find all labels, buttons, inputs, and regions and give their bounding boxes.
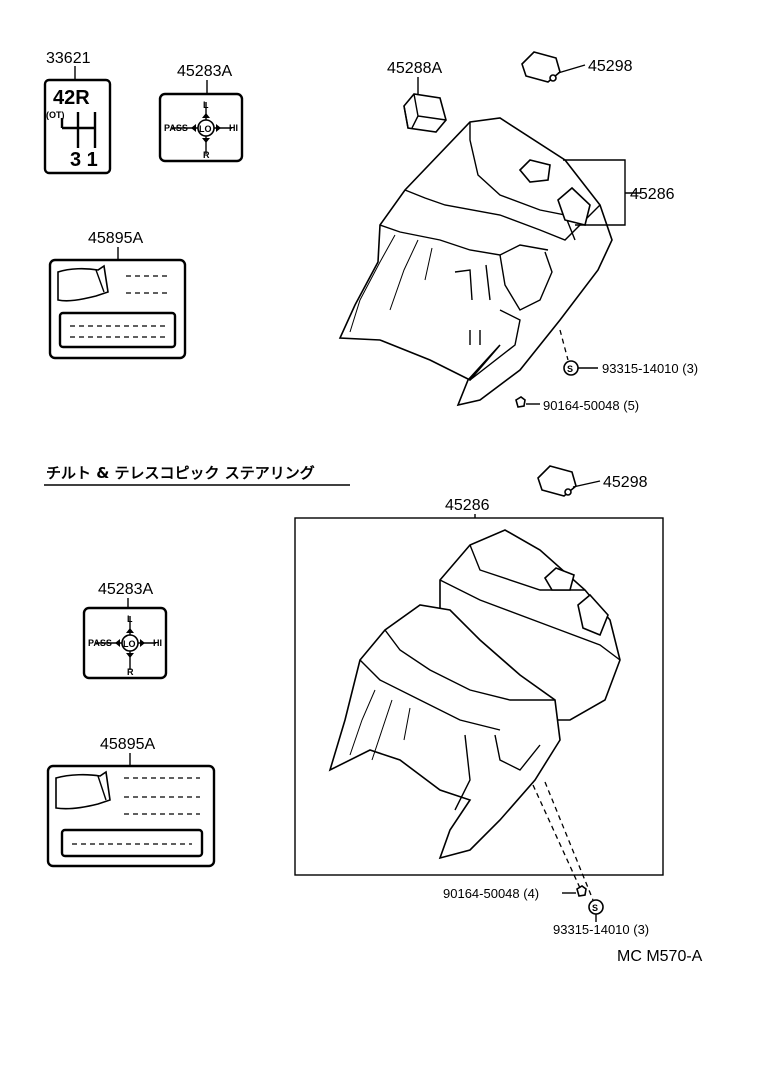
label-45288a: 45288A — [387, 60, 442, 77]
label-45298-top: 45298 — [588, 58, 633, 75]
switch-down-bottom: R — [127, 667, 134, 677]
switch-label-45283a-bottom: 45283A LO PASS HI L R — [82, 581, 168, 680]
section-title: チルト & テレスコピック ステアリング — [44, 464, 350, 486]
label-45283a-bottom: 45283A — [98, 581, 153, 598]
label-45286-top: 45286 — [630, 186, 675, 203]
column-cover-45286-top: 45286 — [338, 117, 675, 407]
label-93315-bottom: 93315-14010 (3) — [553, 922, 649, 937]
section-title-text: チルト & テレスコピック ステアリング — [46, 464, 315, 482]
switch-left-bottom: PASS — [88, 638, 112, 648]
part-45298-bottom: 45298 — [537, 465, 648, 497]
label-93315-top: 93315-14010 (3) — [602, 361, 698, 376]
part-45298-top: 45298 — [521, 51, 633, 83]
switch-center-bottom: LO — [123, 639, 136, 649]
clip-letter-bottom: S — [592, 903, 598, 913]
switch-label-45283a-top: 45283A LO PASS HI L R — [158, 63, 244, 163]
fasteners-bottom: 90164-50048 (4) S 93315-14010 (3) — [443, 781, 649, 937]
label-45286-bottom: 45286 — [445, 497, 490, 514]
shift-top-row: 42R — [53, 87, 90, 109]
switch-left-top: PASS — [164, 123, 188, 133]
clip-letter-top: S — [567, 364, 573, 374]
label-90164-top: 90164-50048 (5) — [543, 398, 639, 413]
caution-label-45895a-bottom: 45895A — [46, 736, 216, 868]
shift-pattern-plate-33621: 33621 42R (OT) 3 1 — [43, 50, 112, 175]
label-45895a-bottom: 45895A — [100, 736, 155, 753]
label-45283a-top: 45283A — [177, 63, 232, 80]
switch-down-top: R — [203, 150, 210, 160]
caution-label-45895a-top: 45895A — [48, 230, 187, 360]
switch-up-bottom: L — [127, 614, 133, 624]
switch-up-top: L — [203, 100, 209, 110]
switch-center-top: LO — [199, 124, 212, 134]
column-cover-45286-bottom: 45286 — [294, 497, 664, 876]
switch-right-bottom: HI — [153, 638, 162, 648]
part-45288a: 45288A — [387, 60, 447, 133]
shift-side-label: (OT) — [46, 110, 65, 120]
fasteners-top: S 93315-14010 (3) 90164-50048 (5) — [515, 329, 698, 413]
switch-right-top: HI — [229, 123, 238, 133]
shift-bottom-row: 3 1 — [70, 149, 98, 171]
diagram-code: MC M570-A — [617, 948, 703, 965]
label-90164-bottom: 90164-50048 (4) — [443, 886, 539, 901]
label-45298-bottom: 45298 — [603, 474, 648, 491]
label-33621: 33621 — [46, 50, 91, 67]
label-45895a-top: 45895A — [88, 230, 143, 247]
